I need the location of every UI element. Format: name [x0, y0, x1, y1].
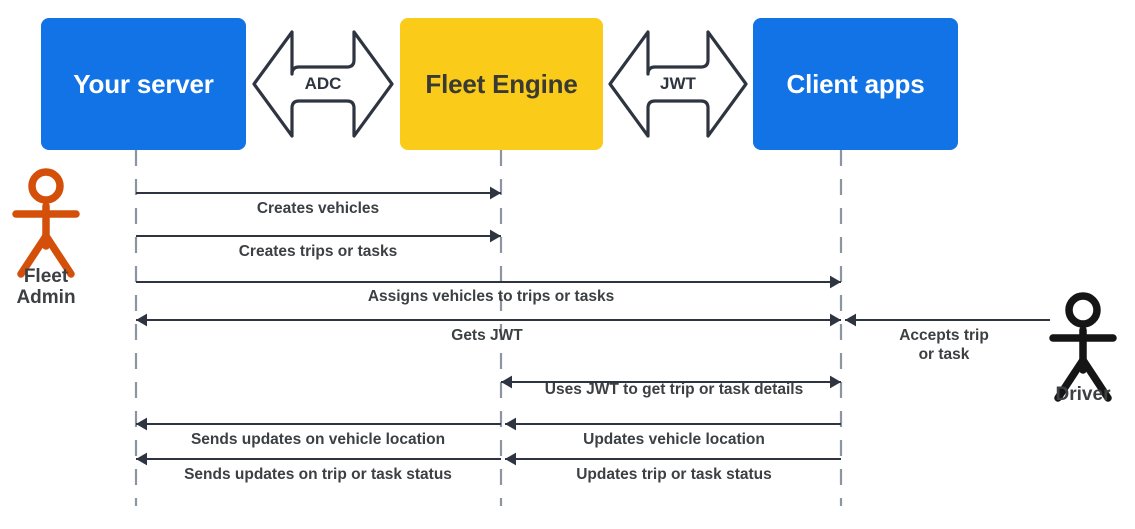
message-label-accepts-trip-or-task: Accepts trip or task — [899, 327, 989, 363]
participant-box-client-apps[interactable]: Client apps — [753, 18, 958, 150]
participant-box-your-server[interactable]: Your server — [41, 18, 246, 150]
participant-box-fleet-engine[interactable]: Fleet Engine — [400, 18, 603, 150]
message-label-uses-jwt-details: Uses JWT to get trip or task details — [544, 381, 804, 398]
participant-label: Fleet Engine — [425, 68, 578, 99]
message-label-updates-trip-status: Updates trip or task status — [576, 466, 772, 483]
message-label-creates-vehicles: Creates vehicles — [256, 200, 380, 217]
actor-label: Fleet Admin — [16, 266, 76, 309]
participant-label: Client apps — [786, 68, 925, 99]
message-label-sends-updates-location: Sends updates on vehicle location — [190, 431, 446, 448]
message-label-assigns-vehicles: Assigns vehicles to trips or tasks — [367, 288, 615, 305]
message-label-creates-trips-or-tasks: Creates trips or tasks — [238, 243, 398, 260]
connector-label-adc: ADC — [304, 74, 342, 93]
connector-label-jwt: JWT — [660, 74, 696, 93]
message-label-updates-vehicle-location: Updates vehicle location — [583, 431, 765, 448]
message-label-gets-jwt: Gets JWT — [451, 327, 523, 344]
participant-label: Your server — [73, 68, 214, 99]
actor-label: Driver — [1055, 384, 1111, 405]
message-label-sends-updates-status: Sends updates on trip or task status — [184, 466, 452, 483]
